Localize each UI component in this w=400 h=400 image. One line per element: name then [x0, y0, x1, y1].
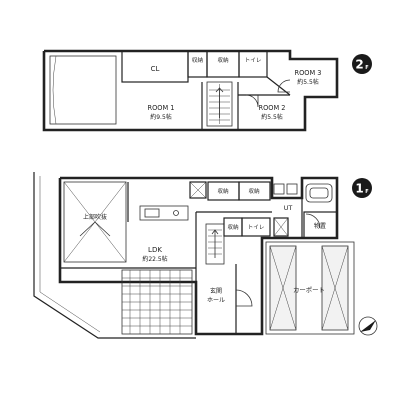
svg-text:F: F	[365, 65, 368, 71]
1f-fixture-x	[189, 181, 207, 199]
2f-toilet	[238, 50, 268, 78]
1f-toilet-label: トイレ	[248, 225, 265, 231]
2f-room1-size: 約9.5帖	[150, 113, 172, 121]
svg-text:1: 1	[355, 182, 363, 196]
2f-room2-size: 約5.5帖	[261, 113, 283, 121]
1f-storage-b	[238, 181, 271, 201]
2f-balcony	[49, 55, 117, 125]
1f-ldk-name: LDK	[148, 246, 162, 254]
2f-toilet-label: トイレ	[245, 58, 262, 64]
1f-storage-a-label: 収納	[217, 187, 229, 195]
1f-monooki-label: 物置	[314, 222, 326, 230]
2f-outer-wall	[42, 49, 339, 132]
2f-room2-name: ROOM 2	[259, 104, 286, 112]
1f-storage-c-label: 収納	[227, 223, 239, 231]
2f-room3-size: 約5.5帖	[297, 78, 319, 86]
1f-carport	[265, 241, 355, 335]
1f-void	[63, 181, 127, 263]
2f-door-room3	[277, 79, 291, 93]
1f-floor-badge: 1 F	[352, 178, 372, 198]
1f-void-label: 上部吹抜	[83, 213, 107, 221]
1f-stair	[205, 223, 225, 265]
1f-wc-x	[273, 217, 289, 237]
2f-storage-b	[206, 50, 240, 78]
2f-closet-label: CL	[151, 65, 160, 73]
1f-ut-label: UT	[284, 204, 293, 212]
floor-1f: 上部吹抜 収納 収納 UT 収納 トイレ 物置 LDK 約22.5帖 玄関 ホー…	[33, 172, 378, 339]
1f-genkan-line2: ホール	[207, 297, 225, 304]
1f-kitchen	[127, 182, 189, 222]
2f-door-room2	[245, 94, 259, 108]
1f-toilet	[241, 217, 271, 237]
2f-room3-name: ROOM 3	[295, 69, 322, 77]
svg-text:2: 2	[355, 58, 363, 72]
2f-storage-a-label: 収納	[192, 56, 204, 64]
2f-stair	[206, 81, 233, 127]
1f-carport-label: カーポート	[293, 286, 325, 294]
svg-text:F: F	[365, 189, 368, 195]
2f-room1-name: ROOM 1	[148, 104, 175, 112]
floor-2f: CL 収納 収納 トイレ ROOM 1 約9.5帖 ROOM 2 約5.5帖 R…	[42, 49, 372, 132]
2f-storage-b-label: 収納	[217, 56, 229, 64]
2f-storage-a	[187, 50, 208, 78]
1f-storage-b-label: 収納	[248, 187, 260, 195]
1f-genkan-line1: 玄関	[210, 287, 222, 295]
north-arrow-icon	[358, 316, 378, 336]
1f-entry-steps	[121, 269, 193, 335]
1f-utility	[272, 178, 333, 238]
2f-floor-badge: 2 F	[352, 54, 372, 74]
1f-site-line	[33, 172, 196, 339]
1f-entry-door	[235, 289, 253, 307]
1f-monooki	[303, 211, 338, 239]
1f-ldk-size: 約22.5帖	[142, 255, 167, 263]
